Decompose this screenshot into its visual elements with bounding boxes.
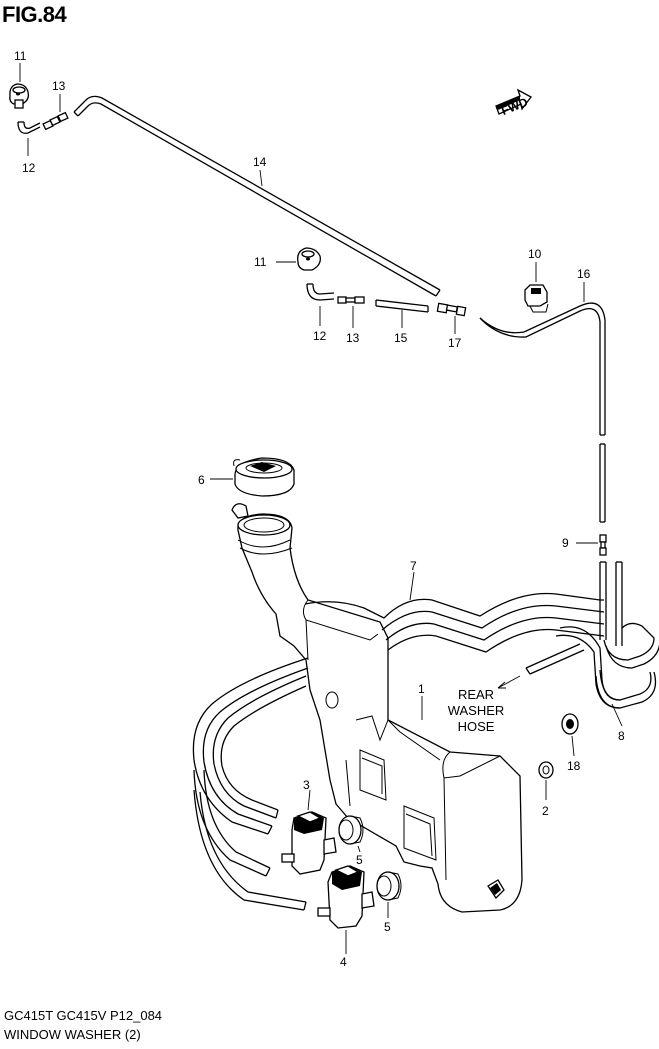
- callout-11-upper: 11: [14, 49, 27, 63]
- callout-5-lower: 5: [384, 920, 391, 934]
- washer-hose-16[interactable]: [479, 302, 606, 523]
- rear-washer-hose-note: REAR WASHER HOSE: [448, 687, 505, 734]
- washer-pump-front[interactable]: [281, 811, 337, 875]
- leader-lines: [19, 63, 623, 954]
- washer-nozzle-upper[interactable]: [9, 83, 30, 109]
- pump-grommet-lower[interactable]: [376, 871, 402, 901]
- hose-joint-middle[interactable]: [337, 296, 365, 304]
- model-line: GC415T GC415V P12_084: [4, 1008, 163, 1023]
- callout-9: 9: [562, 536, 569, 550]
- washer-reservoir-tank: [231, 503, 523, 913]
- callout-1: 1: [418, 682, 425, 696]
- hose-connector-9[interactable]: [599, 534, 607, 556]
- washer-pump-rear[interactable]: [317, 865, 375, 929]
- callout-11-middle: 11: [254, 255, 267, 269]
- callout-18: 18: [567, 759, 581, 773]
- hose-clip[interactable]: [524, 284, 549, 313]
- washer-seal-2[interactable]: [538, 761, 554, 779]
- hose-joint-upper[interactable]: [42, 111, 69, 131]
- callout-13-middle: 13: [346, 331, 360, 345]
- tank-cap[interactable]: [233, 457, 295, 497]
- callout-8: 8: [618, 729, 625, 743]
- grommet-18[interactable]: [561, 713, 579, 735]
- washer-hose-bundle[interactable]: [192, 561, 659, 911]
- pump-grommet-upper[interactable]: [338, 815, 364, 845]
- callout-10: 10: [528, 247, 542, 261]
- fwd-arrow-badge: FWD: [495, 88, 532, 118]
- figure-caption: WINDOW WASHER (2): [4, 1027, 141, 1042]
- svg-text:REAR: REAR: [458, 687, 494, 702]
- callout-12-middle: 12: [313, 329, 327, 343]
- callout-5-upper: 5: [356, 853, 363, 867]
- hose-short-15[interactable]: [375, 299, 429, 313]
- figure-title: FIG.84: [2, 2, 67, 27]
- washer-hose-long[interactable]: [73, 95, 441, 297]
- callout-14: 14: [253, 155, 267, 169]
- callout-numbers: 11 12 13 14 11 12 13 15 17 10 16 6 9 7 1…: [14, 49, 625, 969]
- hose-joint-17[interactable]: [436, 302, 467, 317]
- callout-2: 2: [542, 804, 549, 818]
- hose-elbow-middle[interactable]: [306, 283, 335, 301]
- callout-3: 3: [303, 778, 310, 792]
- callout-16: 16: [577, 267, 591, 281]
- washer-nozzle-middle[interactable]: [297, 247, 321, 271]
- hose-elbow-upper[interactable]: [17, 121, 41, 134]
- callout-7: 7: [410, 559, 417, 573]
- figure-footer: GC415T GC415V P12_084 WINDOW WASHER (2): [4, 1006, 162, 1044]
- callout-4: 4: [340, 955, 347, 969]
- svg-text:WASHER: WASHER: [448, 703, 505, 718]
- callout-15: 15: [394, 331, 408, 345]
- svg-text:HOSE: HOSE: [458, 719, 495, 734]
- callout-12-upper: 12: [22, 161, 36, 175]
- callout-17: 17: [448, 336, 462, 350]
- callout-13-upper: 13: [52, 79, 66, 93]
- fwd-label: FWD: [499, 95, 530, 118]
- callout-6: 6: [198, 473, 205, 487]
